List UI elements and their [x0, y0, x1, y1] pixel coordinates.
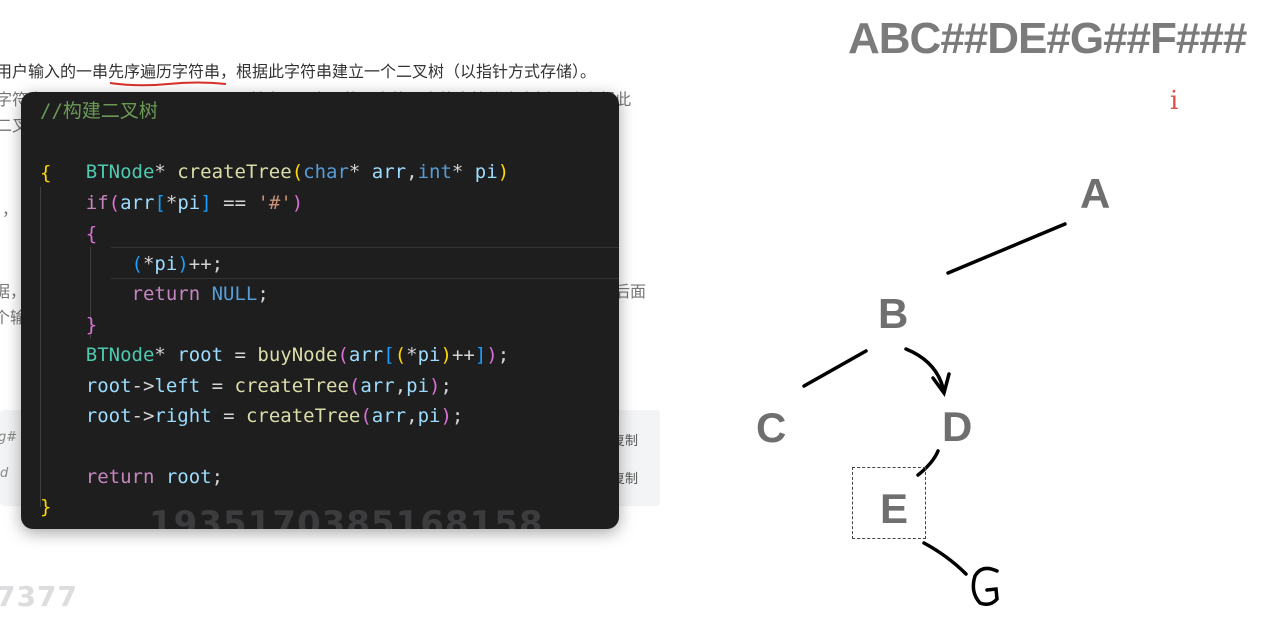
code-line: } — [40, 496, 52, 518]
watermark-number: 1935170385168158 — [149, 504, 544, 529]
code-comment: //构建二叉树 — [40, 100, 158, 122]
code-line: { — [40, 162, 52, 184]
edge-e-g — [922, 541, 968, 576]
doc-text-fragment: 据， — [0, 282, 27, 301]
code-line: root->right = createTree(arr,pi); — [85, 405, 464, 427]
edge-a-b — [946, 222, 1067, 275]
tree-node-e: E — [880, 485, 909, 532]
arrowhead-b-d — [931, 372, 951, 397]
code-line: { — [40, 223, 98, 245]
tree-node-c: C — [756, 404, 787, 451]
node-g-handwritten — [971, 566, 999, 607]
tree-node-b: B — [878, 290, 909, 337]
arrow-b-d — [904, 347, 946, 394]
text-cursor-icon: i — [1170, 86, 1179, 116]
snippet-text: d — [0, 466, 9, 481]
watermark-number: 7377 — [0, 580, 78, 613]
edge-b-c — [802, 349, 868, 388]
current-line-highlight — [111, 247, 619, 279]
doc-text-fragment: 后面 — [614, 282, 647, 301]
doc-text-line-1: 用户输入的一串先序遍历字符串，根据此字符串建立一个二叉树（以指针方式存储）。 — [0, 62, 597, 81]
indent-guide — [40, 187, 41, 507]
code-line: if(arr[*pi] == '#') — [85, 192, 304, 214]
code-line: return root; — [85, 466, 224, 488]
selection-box[interactable] — [852, 467, 926, 539]
snippet-text: g# — [0, 430, 18, 445]
tree-node-a: A — [1080, 170, 1111, 217]
doc-text-fragment: 个输 — [0, 308, 27, 327]
code-line: root->left = createTree(arr,pi); — [85, 375, 452, 397]
code-editor-card: //构建二叉树 BTNode* createTree(char* arr,int… — [21, 92, 619, 529]
code-line: return NULL; — [131, 283, 269, 305]
red-underline — [109, 81, 227, 87]
preorder-sequence: ABC##DE#G##F### — [848, 14, 1247, 63]
tree-node-d: D — [942, 403, 973, 450]
code-line: } — [40, 314, 98, 336]
code-line: (*pi)++; — [131, 253, 224, 275]
indent-guide — [90, 247, 91, 339]
code-line: BTNode* createTree(char* arr,int* pi) — [85, 161, 510, 183]
doc-text-fragment: ， — [2, 200, 19, 219]
code-line: BTNode* root = buyNode(arr[(*pi)++]); — [85, 344, 510, 366]
